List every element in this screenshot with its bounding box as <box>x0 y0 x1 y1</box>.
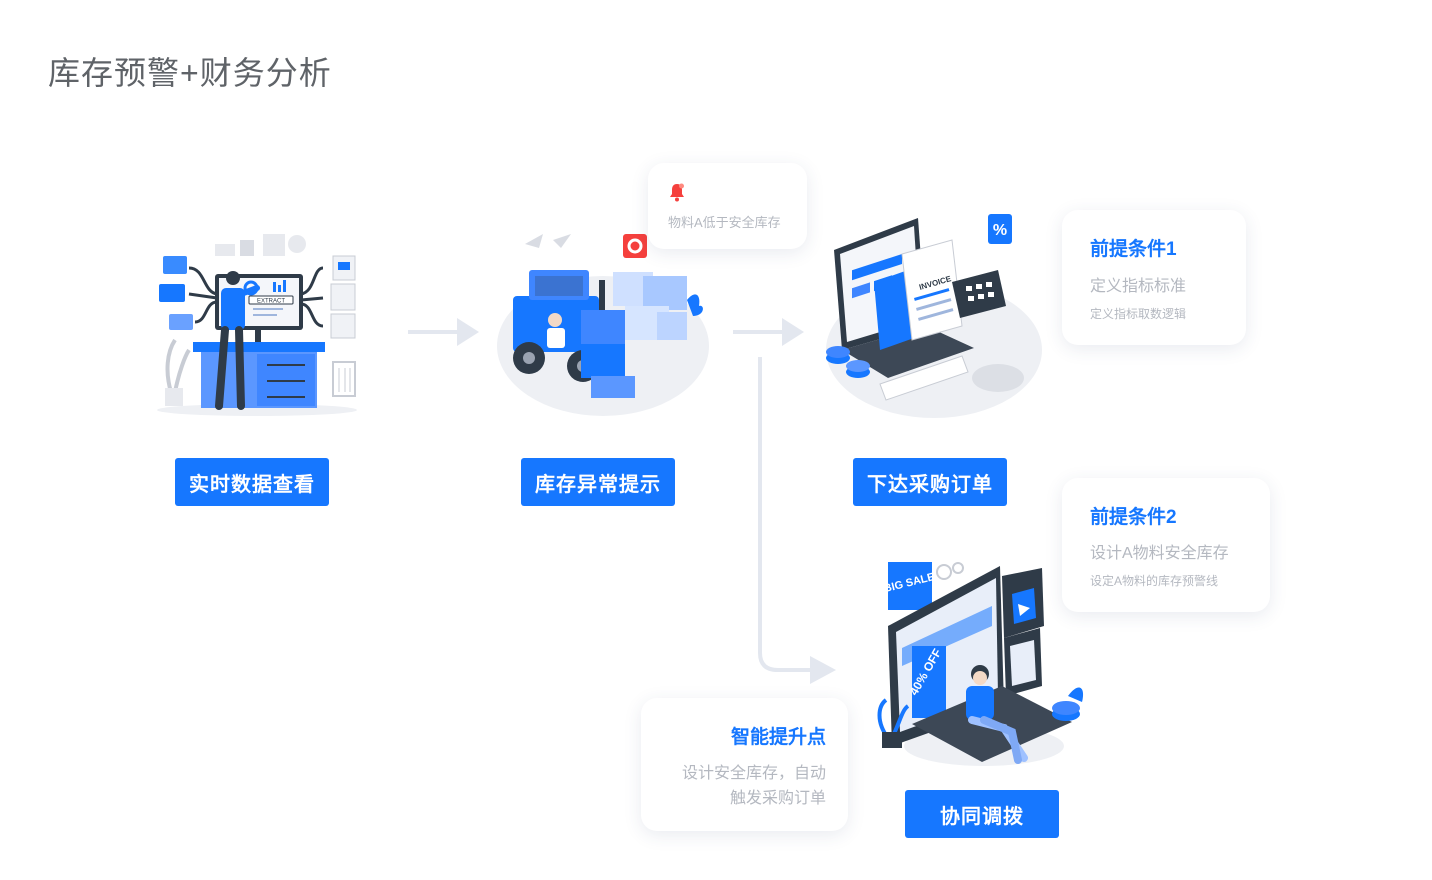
page-title: 库存预警+财务分析 <box>48 55 332 91</box>
arrow-2 <box>733 318 804 346</box>
premise2-title: 前提条件2 <box>1090 507 1177 528</box>
premise2-subtitle: 设计A物料安全库存 <box>1090 545 1229 562</box>
arrow-1 <box>408 318 479 346</box>
premise2-detail: 设定A物料的库存预警线 <box>1090 574 1219 588</box>
smart-line1: 设计安全库存，自动 <box>681 765 826 782</box>
premise1-title: 前提条件1 <box>1090 239 1177 260</box>
step-inventory-alert-button[interactable]: 库存异常提示 <box>521 458 675 506</box>
inventory-alert-illustration <box>495 220 720 420</box>
transfer-illustration: BIG SALE 40% OFF <box>872 556 1092 774</box>
premise-card-1: 前提条件1 定义指标标准 定义指标取数逻辑 <box>1062 210 1246 345</box>
alert-text: 物料A低于安全库存 <box>668 215 781 230</box>
bell-icon <box>670 183 684 202</box>
branch-connector <box>758 357 836 684</box>
step-realtime-data-button[interactable]: 实时数据查看 <box>175 458 329 506</box>
data-view-illustration: EXTRACT <box>145 222 370 417</box>
premise1-detail: 定义指标取数逻辑 <box>1090 307 1187 321</box>
percent-label: % <box>993 222 1007 239</box>
smart-title: 智能提升点 <box>730 727 826 748</box>
step-transfer-button[interactable]: 协同调拨 <box>905 790 1059 838</box>
smart-improvement-card: 智能提升点 设计安全库存，自动 触发采购订单 <box>641 698 848 831</box>
premise1-subtitle: 定义指标标准 <box>1090 278 1187 295</box>
extract-label: EXTRACT <box>257 299 285 305</box>
smart-line2: 触发采购订单 <box>729 790 826 807</box>
step-purchase-order-button[interactable]: 下达采购订单 <box>853 458 1007 506</box>
alert-card: 物料A低于安全库存 <box>648 163 807 249</box>
purchase-order-illustration: INVOICE % <box>822 210 1044 420</box>
premise-card-2: 前提条件2 设计A物料安全库存 设定A物料的库存预警线 <box>1062 478 1270 612</box>
